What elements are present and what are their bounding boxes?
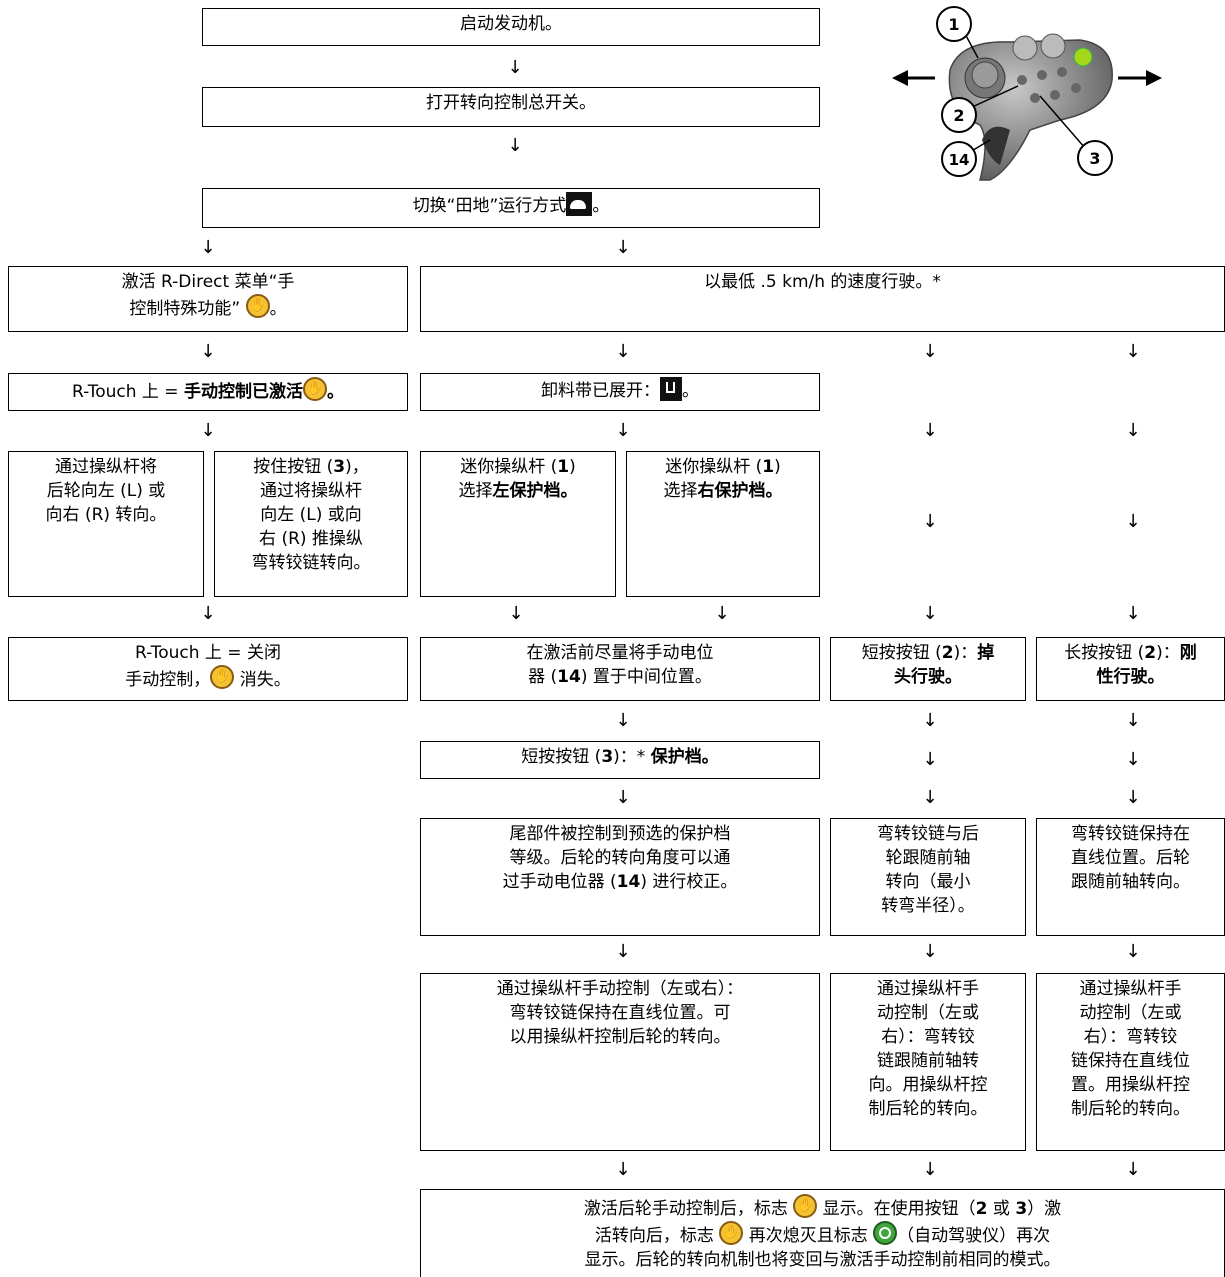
- joystick-rear-wheel-step: 通过操纵杆将 后轮向左 (L) 或 向右 (R) 转向。: [8, 451, 204, 597]
- flow-arrow: ↓: [922, 341, 938, 362]
- callout-1: 1: [936, 6, 972, 42]
- flow-arrow: ↓: [1125, 511, 1141, 532]
- short-press-3-step: 短按按钮 (3)：* 保护档。: [420, 741, 820, 779]
- flow-arrow: ↓: [922, 749, 938, 770]
- callout-2: 2: [941, 97, 977, 133]
- hand-icon: [719, 1221, 744, 1245]
- flow-arrow: ↓: [615, 420, 631, 441]
- flow-arrow: ↓: [200, 341, 216, 362]
- flow-arrow: ↓: [922, 941, 938, 962]
- flow-arrow: ↓: [922, 1159, 938, 1180]
- speed-step: 以最低 .5 km/h 的速度行驶。*: [420, 266, 1225, 332]
- short-press-2-step: 短按按钮 (2)：掉 头行驶。: [830, 637, 1026, 701]
- speed-text: 以最低 .5 km/h 的速度行驶。*: [704, 272, 941, 292]
- dial-left: [1012, 35, 1038, 61]
- steering-wheel-icon: [873, 1221, 898, 1245]
- flow-arrow: ↓: [615, 941, 631, 962]
- rtouch-active-step: R-Touch 上 = 手动控制已激活。: [8, 373, 408, 411]
- manual-joystick-step-1: 通过操纵杆手动控制（左或右）： 弯转铰链保持在直线位置。可 以用操纵杆控制后轮的…: [420, 973, 820, 1151]
- potentiometer-step: 在激活前尽量将手动电位 器 (14) 置于中间位置。: [420, 637, 820, 701]
- flow-arrow: ↓: [1125, 603, 1141, 624]
- flow-arrow: ↓: [922, 787, 938, 808]
- field-mode-text: 切换“田地”运行方式: [412, 196, 567, 216]
- flow-arrow: ↓: [615, 237, 631, 258]
- start-engine-step: 启动发动机。: [202, 8, 820, 46]
- flow-arrow: ↓: [922, 511, 938, 532]
- field-mode-step: 切换“田地”运行方式 。: [202, 188, 820, 228]
- flow-arrow: ↓: [1125, 749, 1141, 770]
- flow-arrow: ↓: [615, 1159, 631, 1180]
- tail-protection-step: 尾部件被控制到预选的保护档 等级。后轮的转向角度可以通 过手动电位器 (14) …: [420, 818, 820, 936]
- flow-arrow: ↓: [615, 710, 631, 731]
- green-button: [1073, 47, 1093, 67]
- flow-arrow: ↓: [507, 135, 523, 156]
- flow-arrow: ↓: [200, 603, 216, 624]
- flow-arrow: ↓: [200, 237, 216, 258]
- joystick-trigger: [982, 126, 1010, 165]
- steering-switch-step: 打开转向控制总开关。: [202, 87, 820, 127]
- flow-arrow: ↓: [508, 603, 524, 624]
- flow-arrow: ↓: [1125, 710, 1141, 731]
- callout-14: 14: [941, 141, 977, 177]
- flow-arrow: ↓: [1125, 787, 1141, 808]
- manual-joystick-step-3: 通过操纵杆手 动控制（左或 右）：弯转铰 链保持在直线位 置。用操纵杆控 制后轮…: [1036, 973, 1225, 1151]
- unloading-belt-step: 卸料带已展开：。: [420, 373, 820, 411]
- flow-arrow: ↓: [615, 787, 631, 808]
- rdirect-line-2: 控制特殊功能” 。: [15, 294, 401, 321]
- flow-arrow: ↓: [922, 420, 938, 441]
- articulation-straight-step: 弯转铰链保持在 直线位置。后轮 跟随前轴转向。: [1036, 818, 1225, 936]
- manual-active-label: 手动控制已激活: [183, 382, 303, 402]
- hand-icon: [302, 377, 327, 401]
- flow-arrow: ↓: [507, 57, 523, 78]
- dial-right: [1040, 33, 1066, 59]
- steering-switch-text: 打开转向控制总开关。: [426, 93, 596, 113]
- flow-arrow: ↓: [922, 603, 938, 624]
- mini-joystick-right-step: 迷你操纵杆 (1) 选择右保护档。: [626, 451, 820, 597]
- callout-3: 3: [1077, 140, 1113, 176]
- field-mode-text-end: 。: [592, 196, 610, 216]
- flow-arrow: ↓: [922, 710, 938, 731]
- start-engine-text: 启动发动机。: [460, 14, 562, 34]
- flow-arrow: ↓: [714, 603, 730, 624]
- rtouch-close-step: R-Touch 上 = 关闭 手动控制， 消失。: [8, 637, 408, 701]
- rdirect-menu-step: 激活 R-Direct 菜单“手 控制特殊功能” 。: [8, 266, 408, 332]
- articulation-follow-step: 弯转铰链与后 轮跟随前轴 转向（最小 转弯半径）。: [830, 818, 1026, 936]
- manual-joystick-step-2: 通过操纵杆手 动控制（左或 右）：弯转铰 链跟随前轴转 向。用操纵杆控 制后轮的…: [830, 973, 1026, 1151]
- callout-1-label: 1: [948, 15, 959, 34]
- hand-icon: [210, 665, 235, 689]
- flow-arrow: ↓: [200, 420, 216, 441]
- flow-arrow: ↓: [1125, 420, 1141, 441]
- callout-14-label: 14: [949, 151, 970, 169]
- mini-joystick-top: [971, 61, 999, 89]
- hand-icon: [245, 294, 270, 318]
- mini-joystick-left-step: 迷你操纵杆 (1) 选择左保护档。: [420, 451, 616, 597]
- flow-arrow: ↓: [615, 341, 631, 362]
- final-note: 激活后轮手动控制后，标志 显示。在使用按钮（2 或 3）激 活转向后，标志 再次…: [420, 1189, 1225, 1277]
- flow-arrow: ↓: [1125, 341, 1141, 362]
- long-press-2-step: 长按按钮 (2)：刚 性行驶。: [1036, 637, 1225, 701]
- turtle-icon: [566, 192, 593, 216]
- callout-2-label: 2: [953, 106, 964, 125]
- callout-3-label: 3: [1089, 149, 1100, 168]
- flow-arrow: ↓: [1125, 941, 1141, 962]
- hand-icon: [793, 1194, 818, 1218]
- rdirect-line-1: 激活 R-Direct 菜单“手: [121, 272, 295, 292]
- flow-arrow: ↓: [1125, 1159, 1141, 1180]
- unloading-belt-icon: [660, 377, 682, 401]
- hold-button-step: 按住按钮 (3)， 通过将操纵杆 向左 (L) 或向 右 (R) 推操纵 弯转铰…: [214, 451, 408, 597]
- joystick-illustration: 1 2 3 14: [892, 6, 1162, 181]
